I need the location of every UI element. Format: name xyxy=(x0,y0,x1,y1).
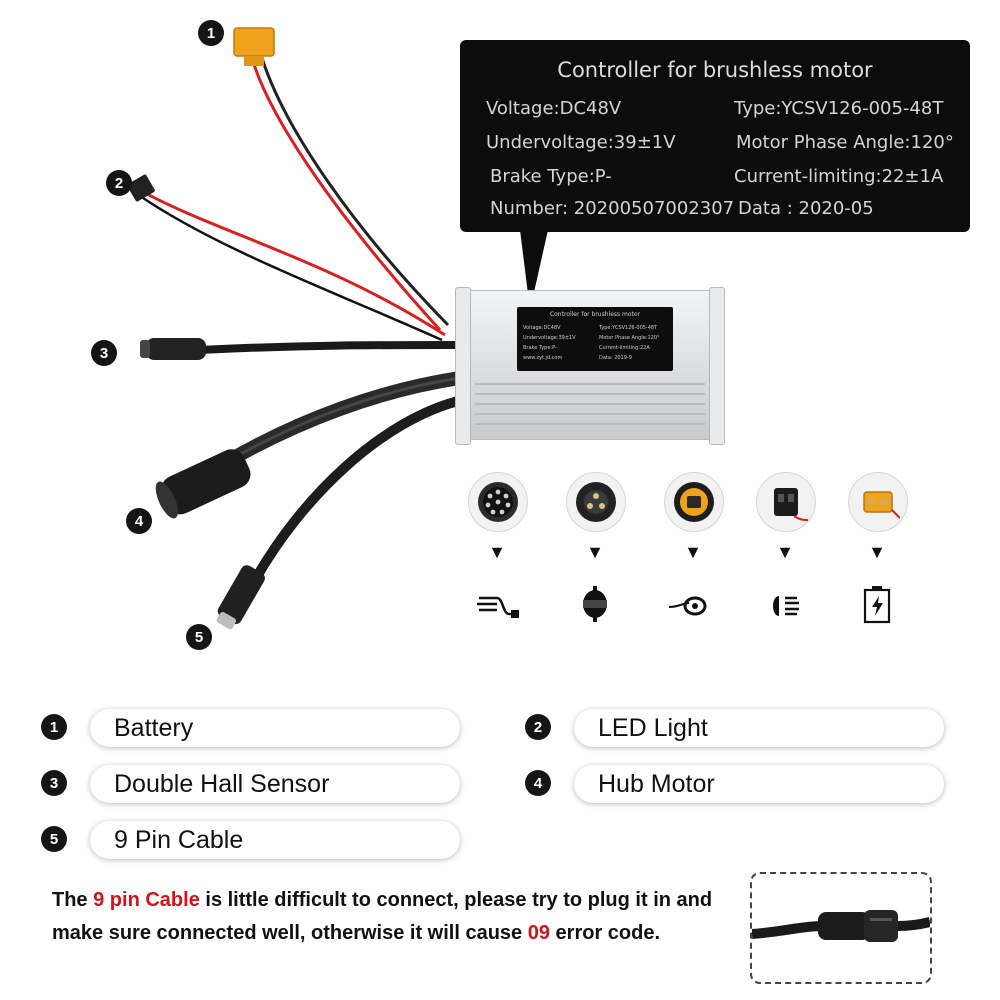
badge-battery: 1 xyxy=(198,20,224,46)
callout-undervoltage: Undervoltage:39±1V xyxy=(486,132,676,153)
down-arrow-icon: ▼ xyxy=(488,542,506,562)
legend-badge: 4 xyxy=(525,770,551,796)
hall-sensor-icon xyxy=(664,586,714,626)
callout-current-limiting: Current-limiting:22±1A xyxy=(734,166,944,187)
legend-label: LED Light xyxy=(598,713,708,742)
sticker-line: Data: 2019-9 xyxy=(599,355,632,361)
legend-item-battery: Battery xyxy=(90,709,460,747)
hall-sensor-connector-icon xyxy=(664,472,724,532)
box-end-cap-right xyxy=(709,287,725,445)
callout-title: Controller for brushless motor xyxy=(557,58,873,82)
controller-box: Controller for brushless motor Voltage:D… xyxy=(455,287,725,445)
legend-badge: 3 xyxy=(41,770,67,796)
legend-item-nine-pin-cable: 9 Pin Cable xyxy=(90,821,460,859)
down-arrow-icon: ▼ xyxy=(776,542,794,562)
down-arrow-icon: ▼ xyxy=(868,542,886,562)
legend-item-led-light: LED Light xyxy=(574,709,944,747)
down-arrow-icon: ▼ xyxy=(586,542,604,562)
callout-number: Number: 20200507002307 xyxy=(490,198,735,219)
legend-label: 9 Pin Cable xyxy=(114,825,244,854)
wiring-illustration xyxy=(127,27,464,630)
legend-label: Double Hall Sensor xyxy=(114,769,330,798)
controller-label-callout: Controller for brushless motor Voltage:D… xyxy=(460,40,970,232)
motor-connector-icon xyxy=(566,472,626,532)
legend-item-double-hall-sensor: Double Hall Sensor xyxy=(90,765,460,803)
badge-nine-pin: 5 xyxy=(186,624,212,650)
led-connector-icon xyxy=(756,472,816,532)
box-end-cap-left xyxy=(455,287,471,445)
callout-data: Data : 2020-05 xyxy=(738,198,874,219)
note-text: error code. xyxy=(549,922,661,944)
note-highlight-nine-pin: 9 pin Cable xyxy=(93,889,200,911)
legend-label: Battery xyxy=(114,713,194,742)
legend-item-hub-motor: Hub Motor xyxy=(574,765,944,803)
sticker-line: www.zyt.jd.com xyxy=(523,355,563,361)
nine-pin-connector-icon xyxy=(468,472,528,532)
callout-brake-type: Brake Type:P- xyxy=(490,166,612,187)
callout-motor-phase-angle: Motor Phase Angle:120° xyxy=(736,132,954,153)
xt60-connector-icon xyxy=(848,472,908,532)
battery-icon xyxy=(852,584,902,624)
connection-warning-note: The 9 pin Cable is little difficult to c… xyxy=(52,884,742,950)
note-text: is little difficult to connect, please t… xyxy=(52,889,713,944)
down-arrow-icon: ▼ xyxy=(684,542,702,562)
hub-motor-icon xyxy=(570,584,620,624)
sticker-line: Current-limiting:22A xyxy=(599,345,650,351)
nine-pin-connector-photo xyxy=(750,872,932,984)
legend-label: Hub Motor xyxy=(598,769,715,798)
headlight-icon xyxy=(760,586,810,626)
sticker-line: Brake Type:P- xyxy=(523,345,557,351)
sticker-line: Undervoltage:39±1V xyxy=(523,335,576,341)
note-highlight-error-code: 09 xyxy=(527,922,550,944)
note-text: The xyxy=(52,889,94,911)
badge-hub-motor: 4 xyxy=(126,508,152,534)
legend-badge: 2 xyxy=(525,714,551,740)
badge-hall-sensor: 3 xyxy=(91,340,117,366)
legend-badge: 5 xyxy=(41,826,67,852)
legend-badge: 1 xyxy=(41,714,67,740)
callout-voltage: Voltage:DC48V xyxy=(486,98,622,119)
callout-type: Type:YCSV126-005-48T xyxy=(734,98,944,119)
sticker-line: Motor Phase Angle:120° xyxy=(599,335,660,341)
sticker-line: Voltage:DC48V xyxy=(523,325,561,331)
badge-led-light: 2 xyxy=(106,170,132,196)
sticker-title: Controller for brushless motor xyxy=(549,311,641,318)
cable-icon xyxy=(472,586,522,626)
controller-sticker: Controller for brushless motor Voltage:D… xyxy=(517,307,673,371)
sticker-line: Type:YCSV126-005-48T xyxy=(599,325,658,331)
